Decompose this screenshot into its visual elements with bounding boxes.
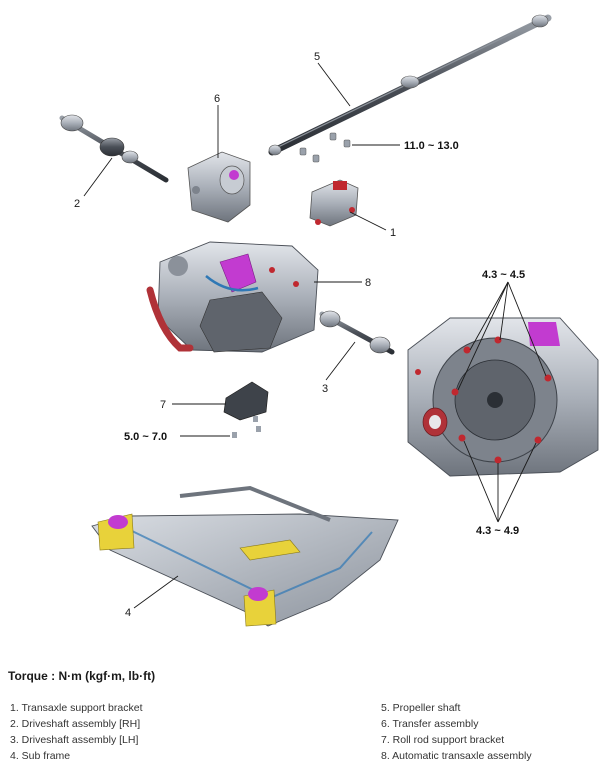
leader-upper-a — [469, 281, 509, 351]
legend-left: 1. Transaxle support bracket 2. Drivesha… — [10, 700, 143, 764]
torque-transaxle-upper: 4.3 ~ 4.5 — [482, 269, 525, 281]
leader-upper-d — [457, 281, 509, 391]
legend-item: 6. Transfer assembly — [381, 718, 479, 730]
torque-roll-rod-bolts: 5.0 ~ 7.0 — [124, 431, 167, 443]
callout-1: 1 — [390, 227, 396, 239]
roll-rod-support-bracket — [223, 381, 269, 438]
leader-5 — [317, 62, 351, 107]
leader-lines — [83, 62, 547, 609]
leader-upper-c — [507, 281, 547, 377]
callout-3: 3 — [322, 383, 328, 395]
legend-item: 7. Roll rod support bracket — [381, 734, 505, 746]
propeller-bolts — [299, 132, 351, 163]
torque-transaxle-lower: 4.3 ~ 4.9 — [476, 525, 519, 537]
callout-7: 7 — [160, 399, 166, 411]
leader-upper-b — [499, 281, 509, 341]
callout-6: 6 — [214, 93, 220, 105]
legend-item: 3. Driveshaft assembly [LH] — [10, 734, 139, 746]
leader-3 — [325, 341, 356, 381]
driveshaft-lh — [319, 310, 395, 355]
transfer-assembly — [187, 151, 251, 223]
sub-frame — [91, 485, 399, 627]
propeller-shaft — [268, 14, 552, 156]
transaxle-end-view — [407, 317, 599, 477]
legend-item: 1. Transaxle support bracket — [10, 702, 143, 714]
legend-item: 5. Propeller shaft — [381, 702, 461, 714]
callout-2: 2 — [74, 198, 80, 210]
driveshaft-rh — [59, 114, 169, 183]
legend-item: 8. Automatic transaxle assembly — [381, 750, 532, 762]
callout-8: 8 — [365, 277, 371, 289]
torque-heading: Torque : N·m (kgf·m, lb·ft) — [8, 669, 156, 683]
leader-lower-c — [497, 442, 537, 523]
torque-propeller-bolts: 11.0 ~ 13.0 — [404, 140, 459, 152]
legend-item: 2. Driveshaft assembly [RH] — [10, 718, 141, 730]
leader-1 — [349, 211, 387, 231]
transaxle-support-bracket — [309, 179, 359, 227]
leader-4 — [133, 575, 179, 609]
leader-2 — [83, 157, 113, 197]
callout-4: 4 — [125, 607, 131, 619]
legend-item: 4. Sub frame — [10, 750, 71, 762]
exploded-parts-diagram: 5 6 2 1 8 3 7 4 11.0 ~ 13.0 5.0 ~ 7.0 4.… — [59, 14, 599, 627]
leader-lower-a — [463, 440, 499, 523]
legend-right: 5. Propeller shaft 6. Transfer assembly … — [381, 700, 532, 764]
automatic-transaxle-assembly — [146, 241, 319, 353]
callout-5: 5 — [314, 51, 320, 63]
